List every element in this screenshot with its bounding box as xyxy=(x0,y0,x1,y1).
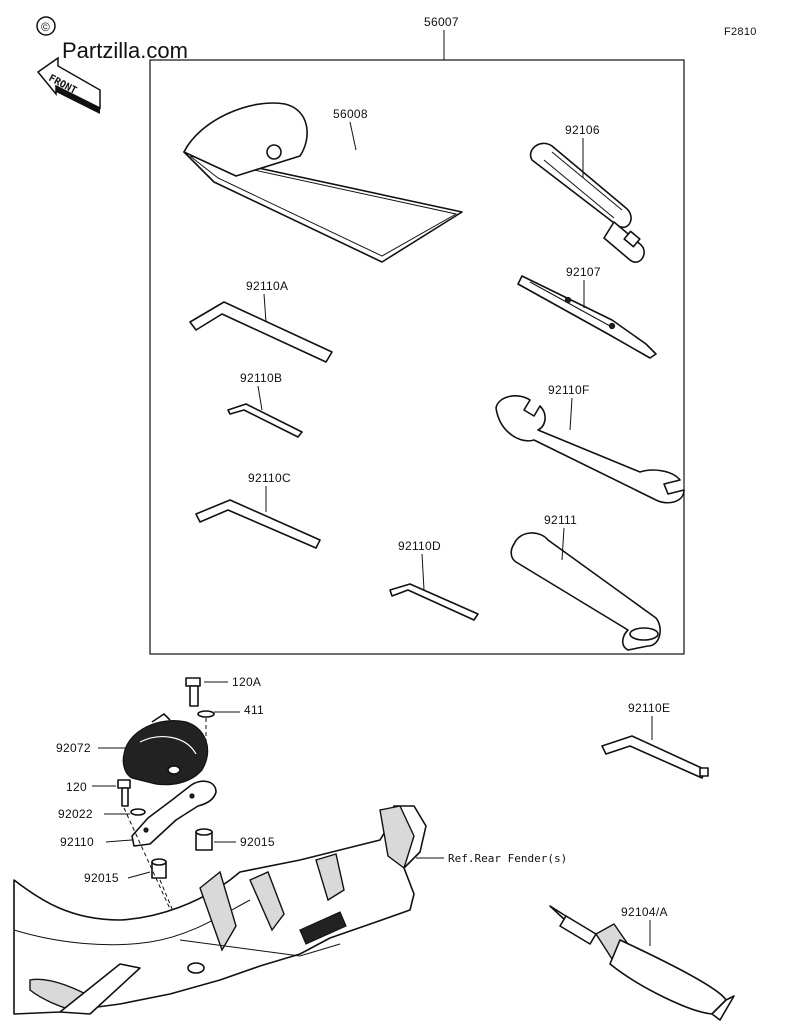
part-label-92110F: 92110F xyxy=(548,383,590,397)
tool-kit-frame xyxy=(149,59,685,655)
washer-92022 xyxy=(130,808,146,816)
hex-wrench-92110D xyxy=(389,583,479,621)
hex-wrench-92110E xyxy=(601,735,709,779)
part-label-92110C: 92110C xyxy=(248,471,291,485)
part-label-92110E: 92110E xyxy=(628,701,670,715)
hex-wrench-92110C xyxy=(195,499,321,549)
bolt-120 xyxy=(117,779,131,807)
rear-fender-reference xyxy=(13,805,427,1015)
washer-411 xyxy=(197,710,215,718)
part-label-92022: 92022 xyxy=(58,807,93,821)
copyright-icon xyxy=(36,16,56,36)
part-label-92110D: 92110D xyxy=(398,539,441,553)
part-label-92110: 92110 xyxy=(60,835,94,849)
copyright-symbol: © xyxy=(41,20,50,34)
screwdriver-handle-92106 xyxy=(529,142,645,263)
open-end-wrench-92110F xyxy=(495,395,685,504)
figure-code: F2810 xyxy=(724,26,757,38)
pry-tool-92111 xyxy=(510,532,661,651)
part-label-120A: 120A xyxy=(232,675,261,689)
part-label-92110A: 92110A xyxy=(246,279,288,293)
bracket-92110 xyxy=(131,780,217,847)
part-label-92107: 92107 xyxy=(566,265,601,279)
collar-92015-lower xyxy=(151,858,167,879)
hex-wrench-92110B xyxy=(227,403,303,438)
part-label-92110B: 92110B xyxy=(240,371,282,385)
tool-bag-56008 xyxy=(183,102,463,263)
front-arrow-icon: FRONT xyxy=(36,56,101,114)
part-label-92111: 92111 xyxy=(544,513,577,527)
brand-watermark: © Partzilla.com xyxy=(36,16,188,63)
part-label-92015-upper: 92015 xyxy=(240,835,275,849)
brand-name: Partzilla.com xyxy=(62,38,188,63)
part-label-120: 120 xyxy=(66,780,87,794)
cover-92072 xyxy=(122,713,209,786)
collar-92015-upper xyxy=(195,828,213,851)
part-label-92104A: 92104/A xyxy=(621,905,668,919)
part-label-411: 411 xyxy=(244,703,264,717)
part-label-92106: 92106 xyxy=(565,123,600,137)
hex-wrench-92110A xyxy=(189,301,333,363)
bolt-120A xyxy=(185,677,201,707)
part-label-56008: 56008 xyxy=(333,107,368,121)
part-label-56007: 56007 xyxy=(424,15,459,29)
screwdriver-blade-92107 xyxy=(517,275,657,359)
grease-tube-92104A xyxy=(549,905,735,1021)
ref-rear-fender-label: Ref.Rear Fender(s) xyxy=(448,852,567,865)
part-label-92015-lower: 92015 xyxy=(84,871,119,885)
part-label-92072: 92072 xyxy=(56,741,91,755)
